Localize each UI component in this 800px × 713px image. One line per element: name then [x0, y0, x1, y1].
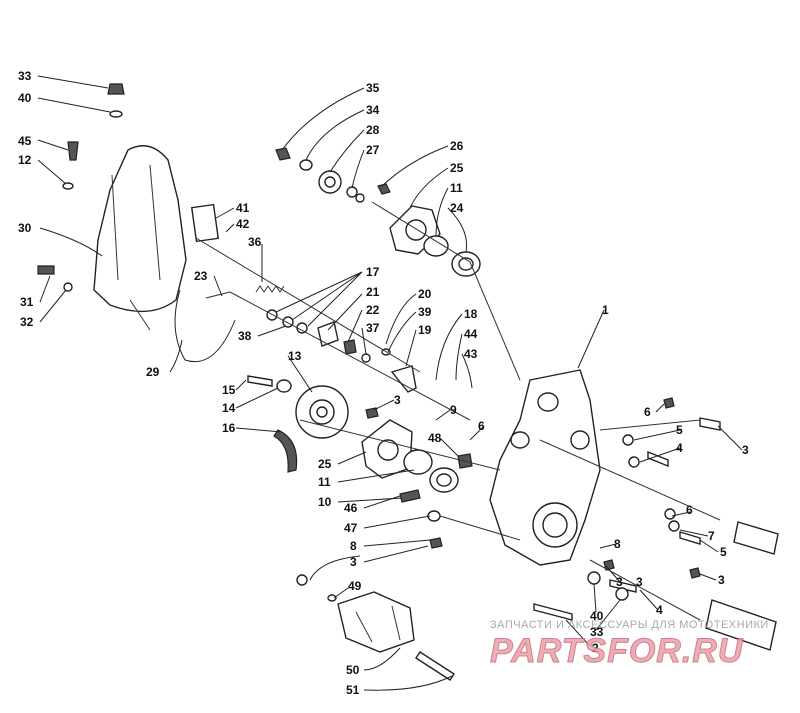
callout: 5 [720, 545, 727, 559]
callout: 44 [464, 327, 478, 341]
plate-41 [190, 203, 220, 243]
callout: 15 [222, 383, 236, 397]
spring-36 [255, 285, 285, 293]
callout: 42 [236, 217, 250, 231]
oring-11-low [403, 449, 433, 475]
callout: 28 [366, 123, 380, 137]
pin-23 [205, 291, 231, 299]
callout: 27 [366, 143, 380, 157]
shaft-lower [705, 599, 777, 651]
callout: 43 [464, 347, 478, 361]
callout: 20 [418, 287, 432, 301]
callout: 10 [318, 495, 332, 509]
chaincase-cover [93, 145, 187, 313]
callout: 40 [18, 91, 32, 105]
leader-lines [37, 75, 743, 691]
bracket-50 [337, 591, 415, 653]
callout: 3 [718, 573, 725, 587]
callout: 17 [366, 265, 380, 279]
callout: 35 [366, 81, 380, 95]
callout: 25 [318, 457, 332, 471]
callout: 29 [146, 365, 160, 379]
callout: 49 [348, 579, 362, 593]
callout-labels: 33 40 45 12 30 31 32 29 23 36 41 42 38 1… [18, 69, 749, 697]
cable-29 [174, 289, 236, 362]
callout: 12 [18, 153, 32, 167]
watermark-logo: PARTSFOR.RU [490, 632, 744, 670]
callout: 11 [450, 181, 463, 195]
callout: 33 [18, 69, 32, 83]
callout: 39 [418, 305, 432, 319]
callout: 25 [450, 161, 464, 175]
callout: 11 [318, 475, 331, 489]
callout: 19 [418, 323, 432, 337]
callout: 1 [602, 303, 609, 317]
callout: 13 [288, 349, 302, 363]
callout: 8 [350, 539, 357, 553]
callout: 32 [20, 315, 34, 329]
callout: 24 [450, 201, 464, 215]
callout: 8 [614, 537, 621, 551]
callout: 3 [636, 575, 643, 589]
callout: 41 [236, 201, 250, 215]
callout: 3 [350, 555, 357, 569]
callout: 26 [450, 139, 464, 153]
dipstick-45 [67, 141, 79, 161]
roller-21 [317, 321, 339, 347]
watermark-tagline: ЗАПЧАСТИ И АКСЕССУАРЫ ДЛЯ МОТОТЕХНИКИ [490, 619, 769, 631]
bolt-33 [107, 83, 125, 95]
callout: 22 [366, 303, 380, 317]
callout: 47 [344, 521, 358, 535]
callout: 9 [450, 403, 457, 417]
callout: 4 [676, 441, 683, 455]
callout: 6 [478, 419, 485, 433]
shaft-upper [733, 521, 779, 555]
callout: 6 [644, 405, 651, 419]
callout: 16 [222, 421, 236, 435]
bolt-15 [247, 375, 273, 387]
callout: 3 [616, 575, 623, 589]
callout: 33 [590, 625, 604, 639]
callout: 14 [222, 401, 236, 415]
callout: 18 [464, 307, 478, 321]
bolt-51 [415, 651, 455, 681]
callout: 6 [686, 503, 693, 517]
callout: 2 [592, 641, 599, 655]
watermark: ЗАПЧАСТИ И АКСЕССУАРЫ ДЛЯ МОТОТЕХНИКИ PA… [490, 619, 769, 671]
callout: 46 [344, 501, 358, 515]
callout: 7 [708, 529, 715, 543]
parts-drawing [37, 83, 779, 681]
callout: 50 [346, 663, 360, 677]
callout: 37 [366, 321, 380, 335]
callout: 40 [590, 609, 604, 623]
callout: 30 [18, 221, 32, 235]
callout: 31 [20, 295, 34, 309]
callout: 21 [366, 285, 380, 299]
callout: 51 [346, 683, 360, 697]
callout: 38 [238, 329, 252, 343]
bracket-19 [390, 365, 417, 393]
chain-16 [273, 429, 298, 473]
callout: 4 [656, 603, 663, 617]
callout: 36 [248, 235, 262, 249]
callout: 3 [394, 393, 401, 407]
callout: 34 [366, 103, 380, 117]
callout: 45 [18, 134, 32, 148]
callout: 3 [742, 443, 749, 457]
callout: 48 [428, 431, 442, 445]
callout: 23 [194, 269, 208, 283]
callout: 5 [676, 423, 683, 437]
